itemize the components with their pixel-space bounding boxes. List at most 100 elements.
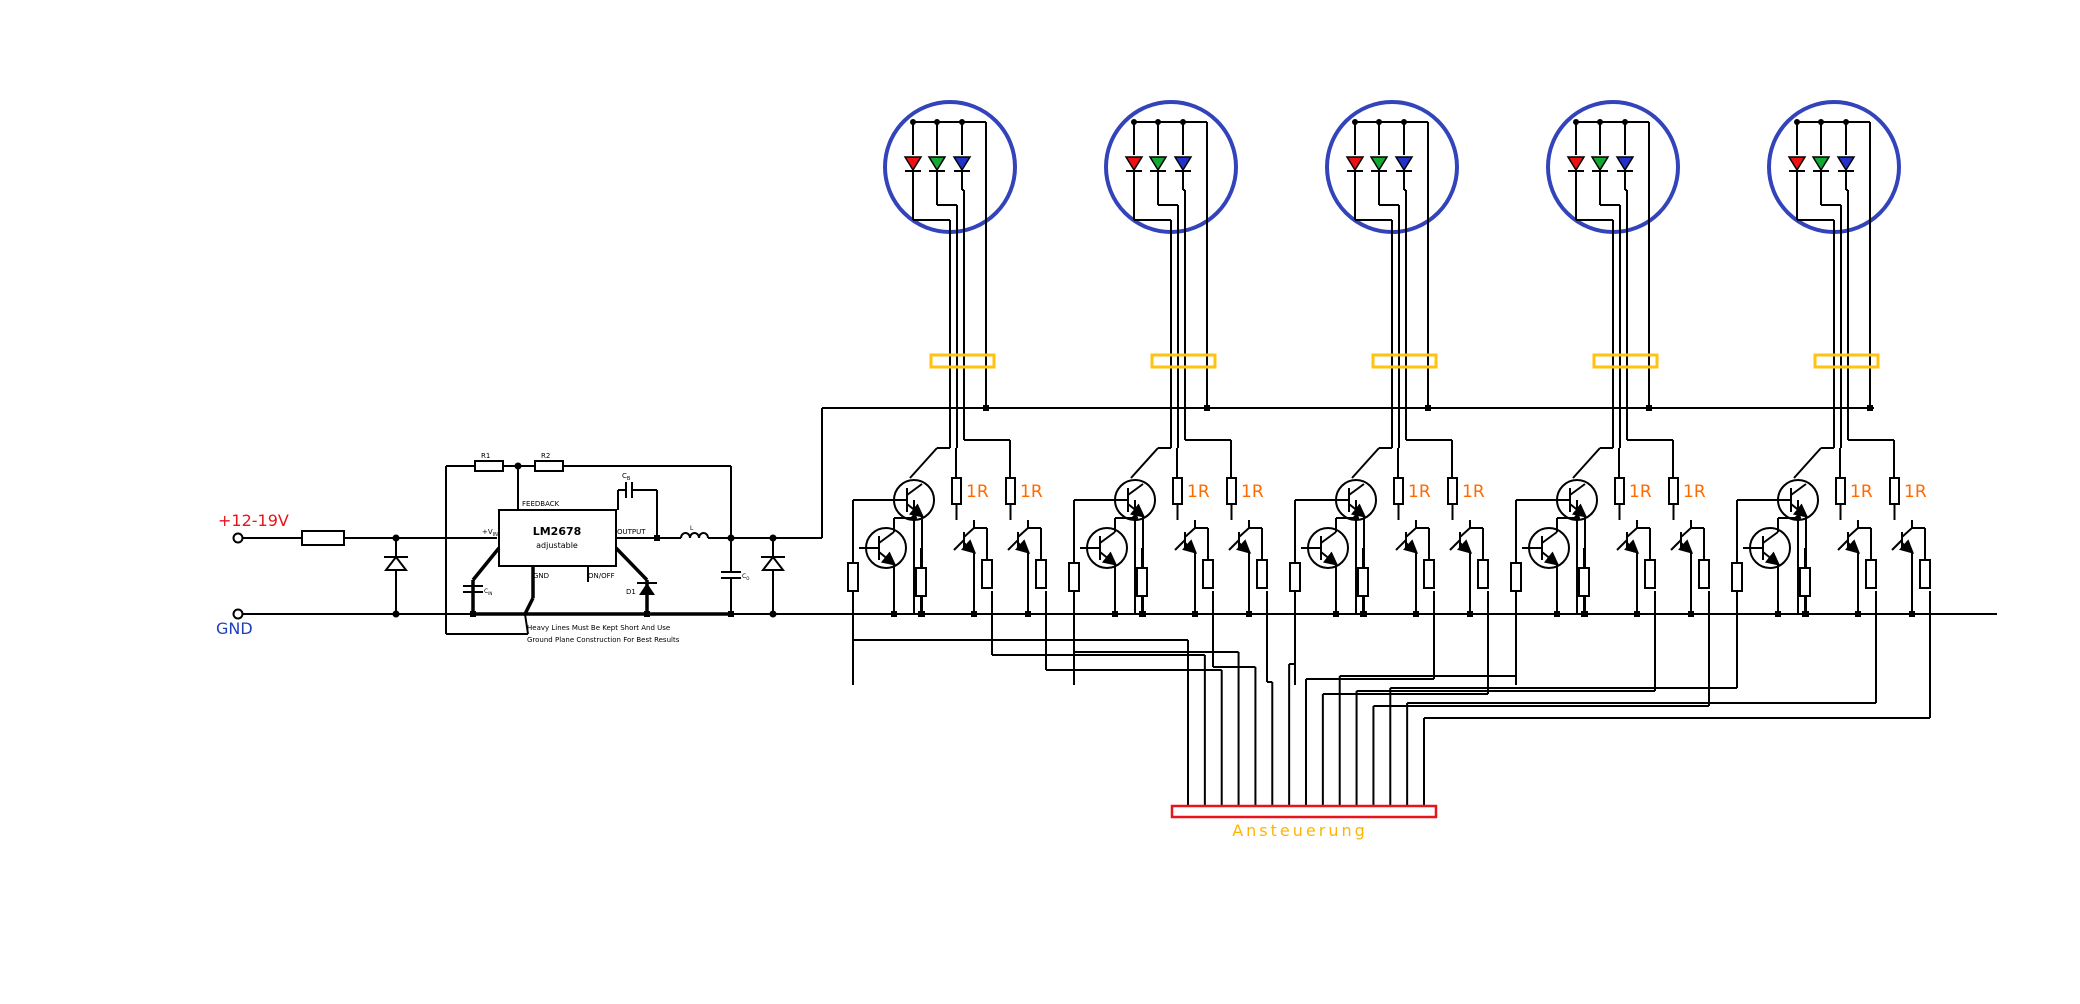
led-blue [1394, 156, 1414, 172]
base-resistor [915, 567, 927, 597]
junction-dot [1573, 119, 1579, 125]
shunt-resistor [1835, 477, 1846, 505]
transistor-collector [906, 483, 923, 496]
junction-dot [1794, 119, 1800, 125]
junction-dot [934, 119, 940, 125]
input-voltage-label: +12-19V [218, 511, 289, 530]
transistor-emitter [1014, 539, 1031, 554]
onoff-pin-label: ON/OFF [588, 572, 615, 580]
shunt-resistor-label: 1R [1462, 482, 1485, 502]
base-resistor [1578, 567, 1590, 597]
transistor-emitter [878, 551, 897, 566]
led-blue [952, 156, 972, 172]
shunt-resistor [1005, 477, 1016, 505]
led-blue [1615, 156, 1635, 172]
base-resistor [1510, 562, 1522, 592]
transistor-collector [1569, 483, 1586, 496]
junction-dot [1401, 119, 1407, 125]
shunt-resistor [951, 477, 962, 505]
transistor-collector [1762, 531, 1779, 544]
output-pin-label: OUTPUT [617, 528, 646, 536]
junction-dot [1597, 119, 1603, 125]
transistor-emitter [1898, 539, 1915, 554]
wire [909, 447, 938, 479]
junction-dot [1139, 611, 1145, 617]
control-connector[interactable] [1170, 804, 1438, 819]
led-green [1369, 156, 1389, 172]
led-green [1811, 156, 1831, 172]
d1-label: D1 [626, 588, 636, 596]
junction-dot [1554, 611, 1560, 617]
junction-dot [1802, 611, 1808, 617]
base-resistor [1731, 562, 1743, 592]
regulator-lm2678 [498, 509, 617, 567]
output-capacitor: CO [721, 538, 749, 614]
transistor-collector [1405, 527, 1417, 538]
junction-dot [1131, 119, 1137, 125]
transistor-collector [1541, 531, 1558, 544]
base-resistor [1698, 559, 1710, 589]
base-resistor [1068, 562, 1080, 592]
layout-note-line1: Heavy Lines Must Be Kept Short And Use [527, 624, 670, 632]
junction-dot [1425, 405, 1431, 411]
transistor-collector [1127, 483, 1144, 496]
led-blue [1836, 156, 1856, 172]
driver-module-3: 1R 1R [1289, 100, 1489, 685]
base-wire [1670, 539, 1682, 551]
connector-wiring [852, 591, 1931, 806]
base-resistor [1919, 559, 1931, 589]
transistor-collector [1017, 527, 1029, 538]
base-resistor [1477, 559, 1489, 589]
inductor-l [680, 532, 709, 539]
shunt-resistor-label: 1R [1187, 482, 1210, 502]
junction-dot [1622, 119, 1628, 125]
connector-label: Ansteuerung [1232, 821, 1368, 840]
junction-dot [1855, 611, 1861, 617]
junction-dot [1688, 611, 1694, 617]
base-resistor [1644, 559, 1656, 589]
transistor-collector [1901, 527, 1913, 538]
base-wire [1228, 539, 1240, 551]
base-resistor [1357, 567, 1369, 597]
shunt-resistor [1393, 477, 1404, 505]
shunt-resistor-label: 1R [1904, 482, 1927, 502]
transistor-collector [963, 527, 975, 538]
ground-terminal[interactable] [232, 608, 244, 620]
base-wire [1007, 539, 1019, 551]
junction-dot [1192, 611, 1198, 617]
junction-dot [1333, 611, 1339, 617]
base-wire [1174, 539, 1186, 551]
junction-dot [1352, 119, 1358, 125]
transistor-collector [1626, 527, 1638, 538]
transistor-collector [1238, 527, 1250, 538]
base-resistor [1136, 567, 1148, 597]
junction-dot [1112, 611, 1118, 617]
junction-dot [1025, 611, 1031, 617]
shunt-resistor-label: 1R [1629, 482, 1652, 502]
r2-label: R2 [541, 452, 550, 460]
led-red [1787, 156, 1807, 172]
junction-dot [1180, 119, 1186, 125]
input-terminal[interactable] [232, 532, 244, 544]
regulator-subtitle: adjustable [536, 541, 578, 550]
catch-diode-d1: D1 [626, 582, 657, 596]
driver-module-1: 1R 1R [847, 100, 1047, 685]
junction-dot [1467, 611, 1473, 617]
led-blue [1173, 156, 1193, 172]
shunt-resistor-label: 1R [966, 482, 989, 502]
shunt-resistor-label: 1R [1020, 482, 1043, 502]
power-supply: +12-19V GND LM2678 adjustable +VIN GND O… [216, 407, 1997, 644]
base-wire [1891, 539, 1903, 551]
shunt-resistor [1447, 477, 1458, 505]
shunt-resistor-label: 1R [1408, 482, 1431, 502]
junction-dot [1376, 119, 1382, 125]
led-red [1124, 156, 1144, 172]
transistor-emitter [1320, 551, 1339, 566]
transistor-collector [1680, 527, 1692, 538]
base-resistor [1256, 559, 1268, 589]
junction-dot [971, 611, 977, 617]
